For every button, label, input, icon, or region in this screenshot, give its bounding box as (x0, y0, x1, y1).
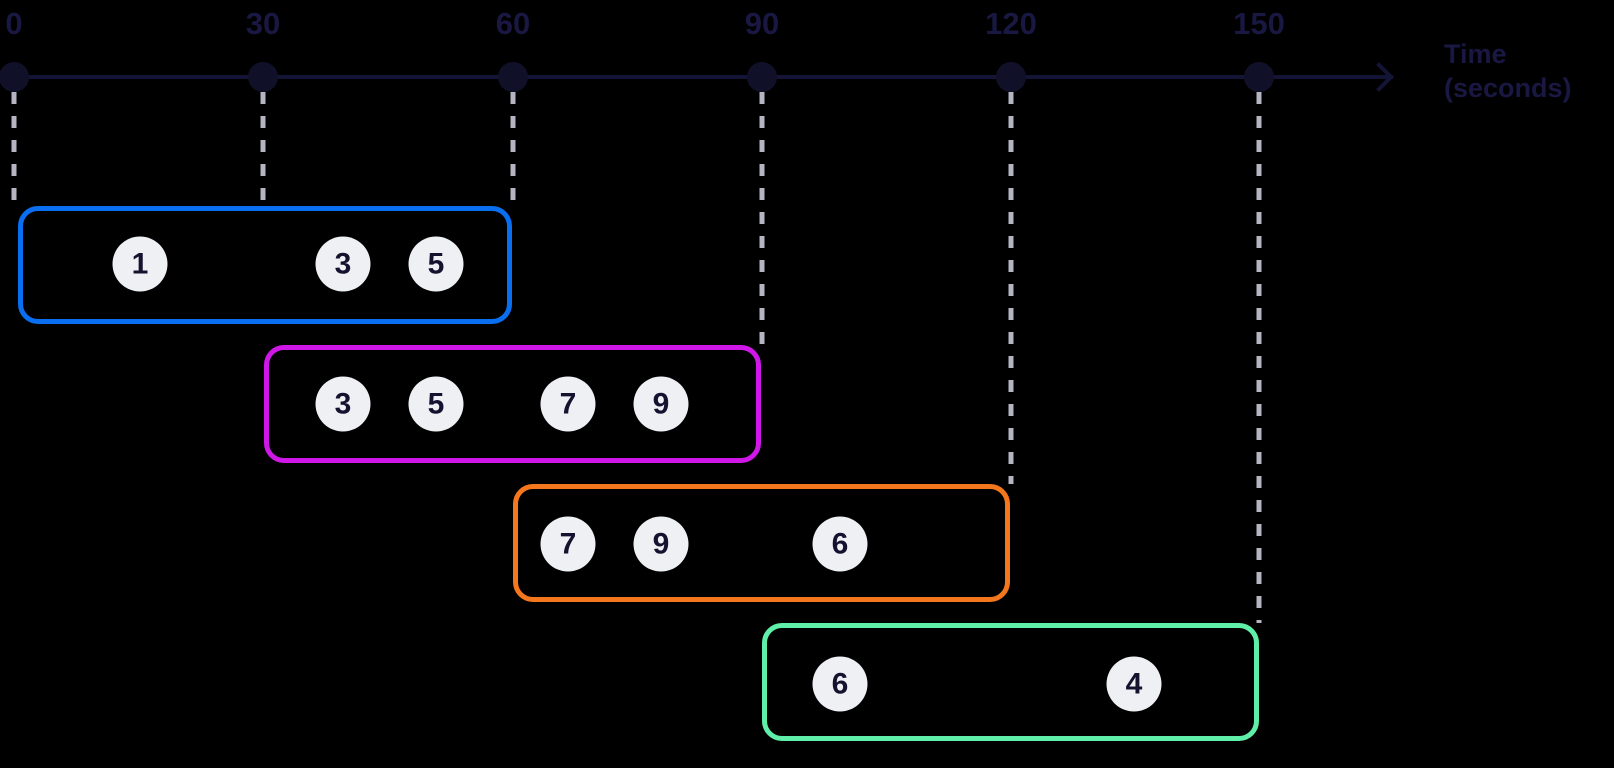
guide-line (1008, 92, 1014, 484)
event-token[interactable]: 5 (408, 376, 464, 432)
axis-title-line-1: Time (1444, 39, 1507, 69)
axis-title-line-2: (seconds) (1444, 72, 1572, 103)
axis-tick-dot (248, 62, 278, 92)
axis-tick-label: 120 (985, 6, 1037, 41)
axis-title: Time (seconds) (1444, 38, 1572, 106)
event-token[interactable]: 7 (540, 516, 596, 572)
event-token[interactable]: 1 (112, 236, 168, 292)
event-token[interactable]: 9 (633, 516, 689, 572)
event-token[interactable]: 7 (540, 376, 596, 432)
window-1[interactable] (18, 206, 512, 324)
guide-line (1256, 92, 1262, 623)
axis-tick-label: 150 (1233, 6, 1285, 41)
event-token[interactable]: 9 (633, 376, 689, 432)
axis-tick-dot (996, 62, 1026, 92)
guide-line (260, 92, 266, 206)
axis-tick-dot (1244, 62, 1274, 92)
event-token[interactable]: 6 (812, 656, 868, 712)
timeline-axis-line (14, 75, 1385, 79)
axis-tick-dot (498, 62, 528, 92)
axis-tick-label: 60 (495, 6, 531, 41)
window-3[interactable] (513, 484, 1010, 602)
axis-tick-dot (0, 62, 29, 92)
event-token[interactable]: 5 (408, 236, 464, 292)
event-token[interactable]: 6 (812, 516, 868, 572)
guide-line (510, 92, 516, 206)
event-token[interactable]: 3 (315, 376, 371, 432)
axis-tick-label: 90 (744, 6, 780, 41)
event-token[interactable]: 3 (315, 236, 371, 292)
guide-line (11, 92, 17, 206)
axis-tick-label: 0 (5, 6, 23, 41)
event-token[interactable]: 4 (1106, 656, 1162, 712)
window-2[interactable] (264, 345, 761, 463)
axis-tick-label: 30 (245, 6, 281, 41)
guide-line (759, 92, 765, 345)
axis-arrow-icon (1357, 62, 1394, 92)
axis-tick-dot (747, 62, 777, 92)
window-4[interactable] (762, 623, 1259, 741)
